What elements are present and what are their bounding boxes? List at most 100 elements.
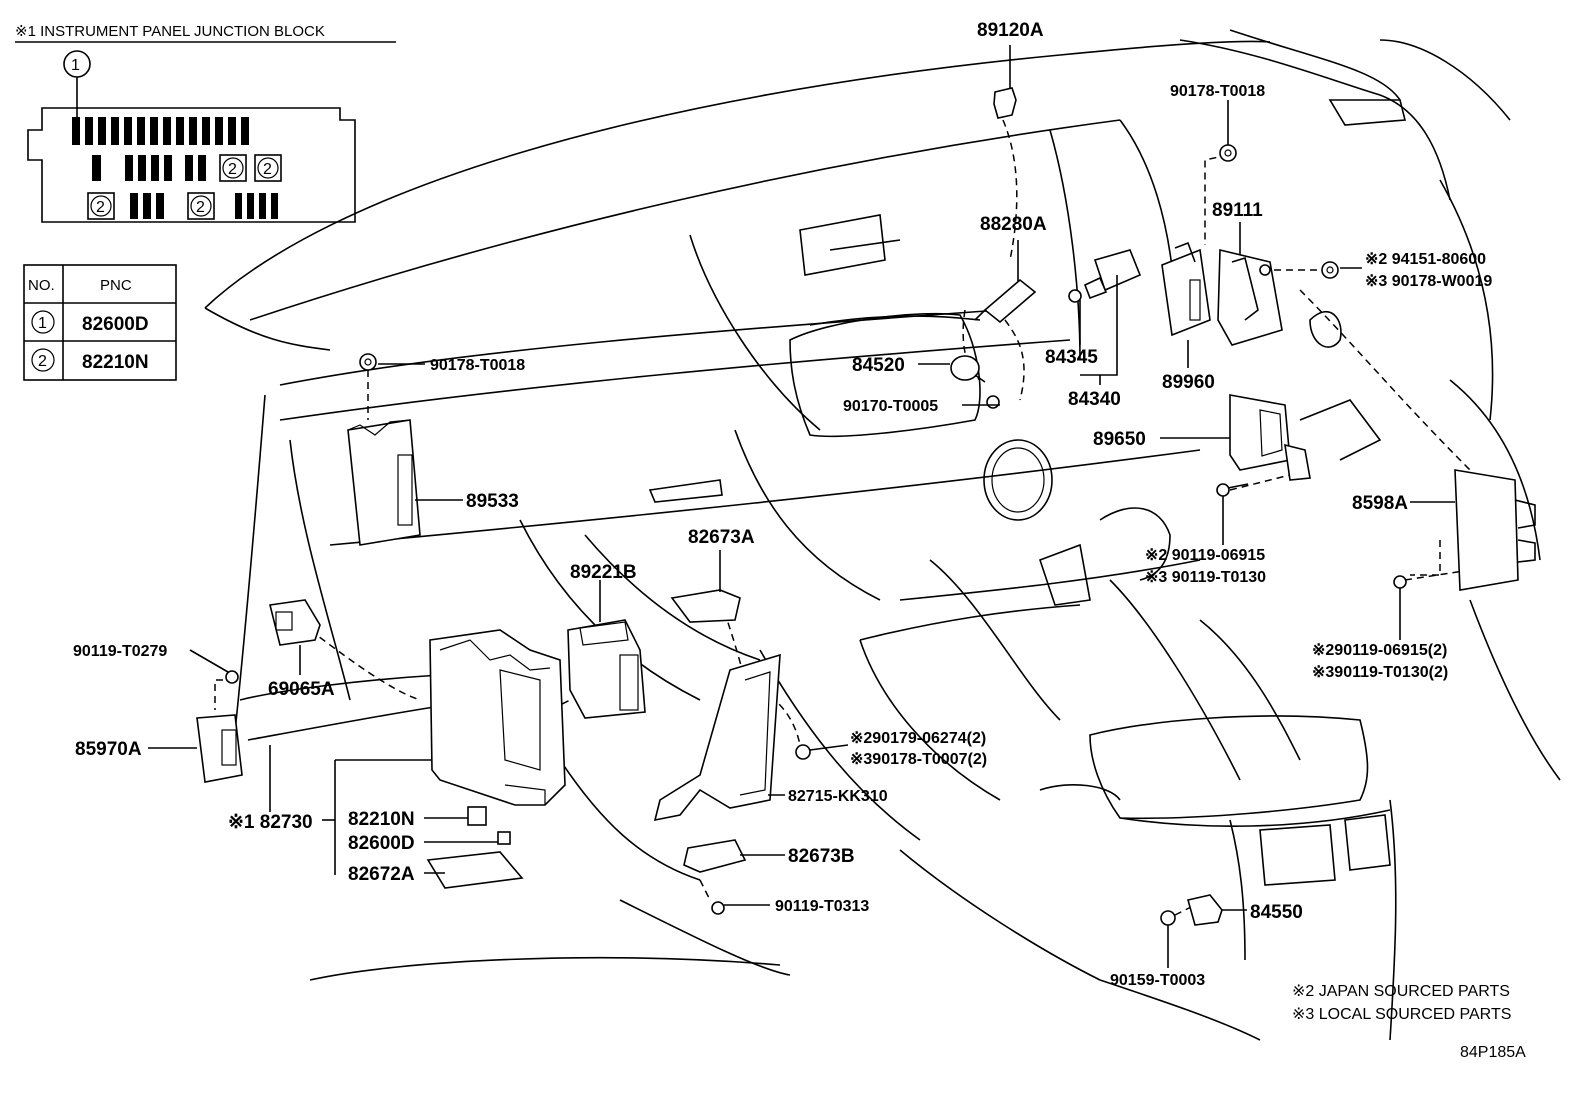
part-89533-ecu [347,419,463,546]
label-90119-T0313: 90119-T0313 [775,898,869,915]
fuse-bar [259,193,266,219]
bolt-90119-06915-2 [1393,575,1407,640]
clip-90178-T0018-top [1219,100,1237,162]
fuse-bar [235,193,242,219]
svg-text:2: 2 [228,161,237,178]
part-82673B-bracket [683,839,785,873]
label-90179-06274: ※290179-06274(2) [850,730,986,747]
part-69065A-switch [269,599,321,675]
callout-1-label: 1 [71,57,80,74]
label-85970A: 85970A [75,739,142,760]
fuse-bar [247,193,254,219]
fuse-row-2 [92,155,206,181]
fuse-row-3 [130,193,278,219]
junction-block-title: ※1 INSTRUMENT PANEL JUNCTION BLOCK [15,23,325,40]
fuse-bar [124,117,132,145]
fuse-bar [130,193,138,219]
part-89111-bracket [1217,222,1283,346]
part-84550-switch [1187,894,1247,926]
fuse-bar [98,117,106,145]
fuse-relay-2b: 2 [254,154,282,182]
fuse-bar [176,117,184,145]
fuse-bar [185,155,193,181]
note-japan-sourced: ※2 JAPAN SOURCED PARTS [1292,983,1510,1000]
label-89650: 89650 [1093,429,1146,450]
part-82600D-fuse [424,831,511,845]
fuse-bar [215,117,223,145]
pnc-row-2-pnc: 82210N [82,352,149,373]
fuse-bar [156,193,164,219]
nut-94151-80600 [1321,261,1339,279]
bolt-90119-06915 [1216,483,1249,545]
label-84345: 84345 [1045,347,1098,368]
label-82672A: 82672A [348,864,415,885]
clip-90179-06274 [795,744,849,760]
label-82600D: 82600D [348,833,415,854]
label-84550: 84550 [1250,902,1303,923]
label-89960: 89960 [1162,372,1215,393]
part-89960-module [1161,241,1211,337]
fuse-row-1 [72,117,249,145]
fuse-bar [92,155,101,181]
fuse-bar [125,155,133,181]
fuse-bar [189,117,197,145]
fuse-bar [198,155,206,181]
label-84520: 84520 [852,355,905,376]
label-90178-T0018-left: 90178-T0018 [430,357,525,374]
label-82715-KK310: 82715-KK310 [788,788,888,805]
label-90170-T0005: 90170-T0005 [843,398,938,415]
fuse-bar [72,117,80,145]
label-88280A: 88280A [980,214,1047,235]
fuse-bar [138,155,146,181]
fuse-bar [163,117,171,145]
pnc-row-2-no: 2 [38,353,47,370]
label-89120A: 89120A [977,20,1044,41]
part-82673A-bracket [670,550,741,623]
label-90178-T0007: ※390178-T0007(2) [850,751,987,768]
junction-block-inset: ※1 INSTRUMENT PANEL JUNCTION BLOCK 1 2 2… [15,23,396,223]
pnc-table: NO. PNC 1 82600D 2 82210N [23,264,177,381]
fuse-relay-2a: 2 [219,154,247,182]
label-84340: 84340 [1068,389,1121,410]
fuse-bar [271,193,278,219]
label-89111: 89111 [1212,200,1263,221]
label-82730: ※1 82730 [228,812,313,833]
pnc-header-pnc: PNC [100,277,132,294]
pnc-header-no: NO. [28,277,55,294]
pnc-row-1-no: 1 [38,315,47,332]
label-82673B: 82673B [788,846,855,867]
label-90159-T0003: 90159-T0003 [1110,972,1205,989]
part-84345-switch [1068,249,1142,303]
label-90178-W0019: ※3 90178-W0019 [1365,273,1492,290]
fuse-bar [111,117,119,145]
part-85970A-module [148,714,243,783]
part-8598A-module [1410,469,1536,591]
part-82210N-relay [424,806,487,826]
dashboard-outline [204,29,1561,1041]
part-89650-ecu [1160,394,1311,481]
label-69065A: 69065A [268,679,335,700]
clip-90170-T0005 [986,395,1000,409]
note-local-sourced: ※3 LOCAL SOURCED PARTS [1292,1006,1511,1023]
fuse-bar [150,117,158,145]
clip-90178-T0018-left [359,353,377,371]
label-89533: 89533 [466,491,519,512]
part-84520-sensor [918,355,986,383]
nut-90159-T0003 [1160,910,1176,968]
fuse-bar [85,117,93,145]
bolt-90119-T0279 [189,649,239,684]
label-90178-T0018-top: 90178-T0018 [1170,83,1265,100]
part-82715-KK310-bracket [653,653,785,822]
label-90119-T0130-2: ※390119-T0130(2) [1312,664,1448,681]
leader-lines [269,267,1362,821]
part-labels: 89120A 90178-T0018 88280A 89111 ※2 94151… [73,20,1492,989]
fuse-bar [202,117,210,145]
svg-text:2: 2 [263,161,272,178]
label-89221B: 89221B [570,562,637,583]
label-90119-T0130: ※3 90119-T0130 [1145,569,1266,586]
label-90119-06915: ※2 90119-06915 [1145,547,1265,564]
fuse-bar [137,117,145,145]
label-8598A: 8598A [1352,493,1408,514]
svg-text:2: 2 [196,199,205,216]
label-82673A: 82673A [688,527,755,548]
